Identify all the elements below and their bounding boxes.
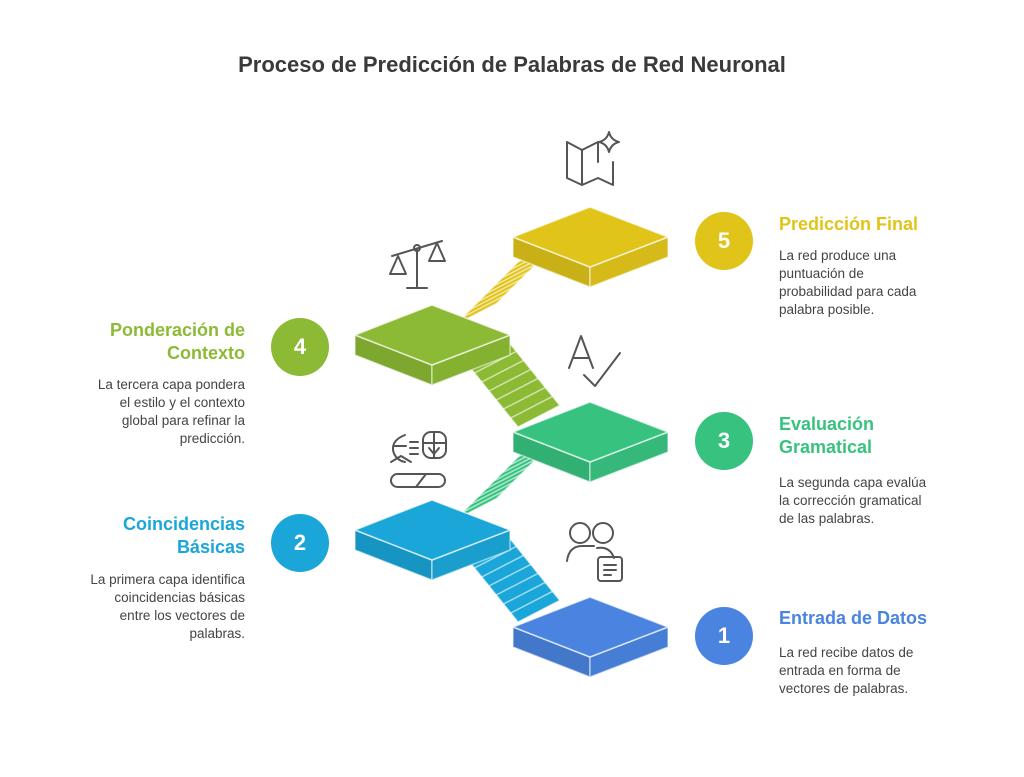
step-3-title: Evaluación Gramatical	[779, 413, 874, 459]
step-2-title: Coincidencias Básicas	[123, 513, 245, 559]
stair-step	[481, 359, 524, 383]
stair-step	[462, 489, 505, 513]
platform-4	[354, 304, 511, 387]
page-title: Proceso de Predicción de Palabras de Red…	[238, 52, 786, 77]
title-line: Ponderación de	[109, 320, 245, 340]
stair-step	[510, 395, 553, 419]
step-number: 3	[717, 428, 731, 453]
title-line: Gramatical	[779, 437, 873, 457]
step-number: 5	[717, 228, 731, 253]
balance-scale-icon	[389, 240, 446, 289]
description-line: entrada en forma de	[779, 663, 901, 678]
stair-step	[495, 572, 539, 596]
description-line: la corrección gramatical	[779, 493, 922, 508]
stair-step	[510, 590, 553, 614]
stair-step	[481, 554, 524, 578]
matching-faces-icon	[390, 431, 447, 488]
stair-step	[478, 279, 521, 303]
stair-step	[478, 474, 521, 498]
stair-step	[503, 581, 546, 605]
description-line: de las palabras.	[779, 511, 875, 526]
title-line: Predicción Final	[779, 214, 919, 234]
title-line: Coincidencias	[122, 514, 245, 534]
step-1-description: La red recibe datos de entrada en forma …	[779, 644, 913, 698]
title-line: Básicas	[176, 537, 245, 557]
step-3-number-badge: 3	[695, 412, 753, 470]
step-4-number-badge: 4	[271, 318, 329, 376]
stair-step	[503, 386, 546, 410]
description-line: La primera capa identifica	[90, 572, 245, 587]
description-line: entre los vectores de	[119, 608, 245, 623]
description-line: palabra posible.	[779, 302, 875, 317]
description-line: La red produce una	[779, 248, 897, 263]
map-sparkle-icon	[566, 131, 620, 186]
title-line: Contexto	[167, 343, 245, 363]
step-3-description: La segunda capa evalúa la corrección gra…	[779, 474, 926, 528]
step-5-description: La red produce una puntuación de probabi…	[779, 247, 916, 319]
stair-step	[486, 466, 529, 490]
step-5-number-badge: 5	[695, 212, 753, 270]
description-line: predicción.	[179, 431, 245, 446]
platform-3	[512, 401, 669, 484]
step-4-description: La tercera capa pondera el estilo y el c…	[98, 376, 245, 448]
description-line: La segunda capa evalúa	[779, 475, 927, 490]
description-line: probabilidad para cada	[779, 284, 917, 299]
stair-step	[495, 377, 539, 401]
description-line: el estilo y el contexto	[119, 395, 245, 410]
people-document-icon	[566, 522, 623, 582]
step-2-number-badge: 2	[271, 514, 329, 572]
step-1-title: Entrada de Datos	[779, 607, 927, 630]
step-number: 2	[293, 530, 307, 555]
stair-step	[494, 263, 537, 287]
step-number: 1	[717, 623, 731, 648]
step-2-description: La primera capa identifica coincidencias…	[90, 571, 245, 643]
platform-1	[512, 596, 669, 679]
description-line: global para refinar la	[121, 413, 245, 428]
description-line: palabras.	[189, 626, 245, 641]
title-line: Evaluación	[779, 414, 875, 434]
stair-step	[470, 481, 513, 505]
spellcheck-icon	[568, 335, 621, 387]
stair-step	[494, 458, 537, 482]
description-line: La red recibe datos de	[779, 645, 914, 660]
stair-step	[462, 294, 505, 318]
stair-step	[488, 563, 532, 587]
step-5-title: Predicción Final	[779, 213, 918, 236]
description-line: puntuación de	[779, 266, 864, 281]
title-line: Entrada de Datos	[779, 608, 928, 628]
step-number: 4	[293, 334, 307, 359]
stair-step	[470, 286, 513, 310]
description-line: La tercera capa pondera	[97, 377, 245, 392]
platform-5	[512, 206, 669, 289]
platform-2	[354, 499, 511, 582]
description-line: vectores de palabras.	[779, 681, 909, 696]
stair-step	[488, 368, 532, 392]
description-line: coincidencias básicas	[114, 590, 245, 605]
step-1-number-badge: 1	[695, 607, 753, 665]
stair-step	[486, 271, 529, 295]
step-4-title: Ponderación de Contexto	[110, 319, 245, 365]
